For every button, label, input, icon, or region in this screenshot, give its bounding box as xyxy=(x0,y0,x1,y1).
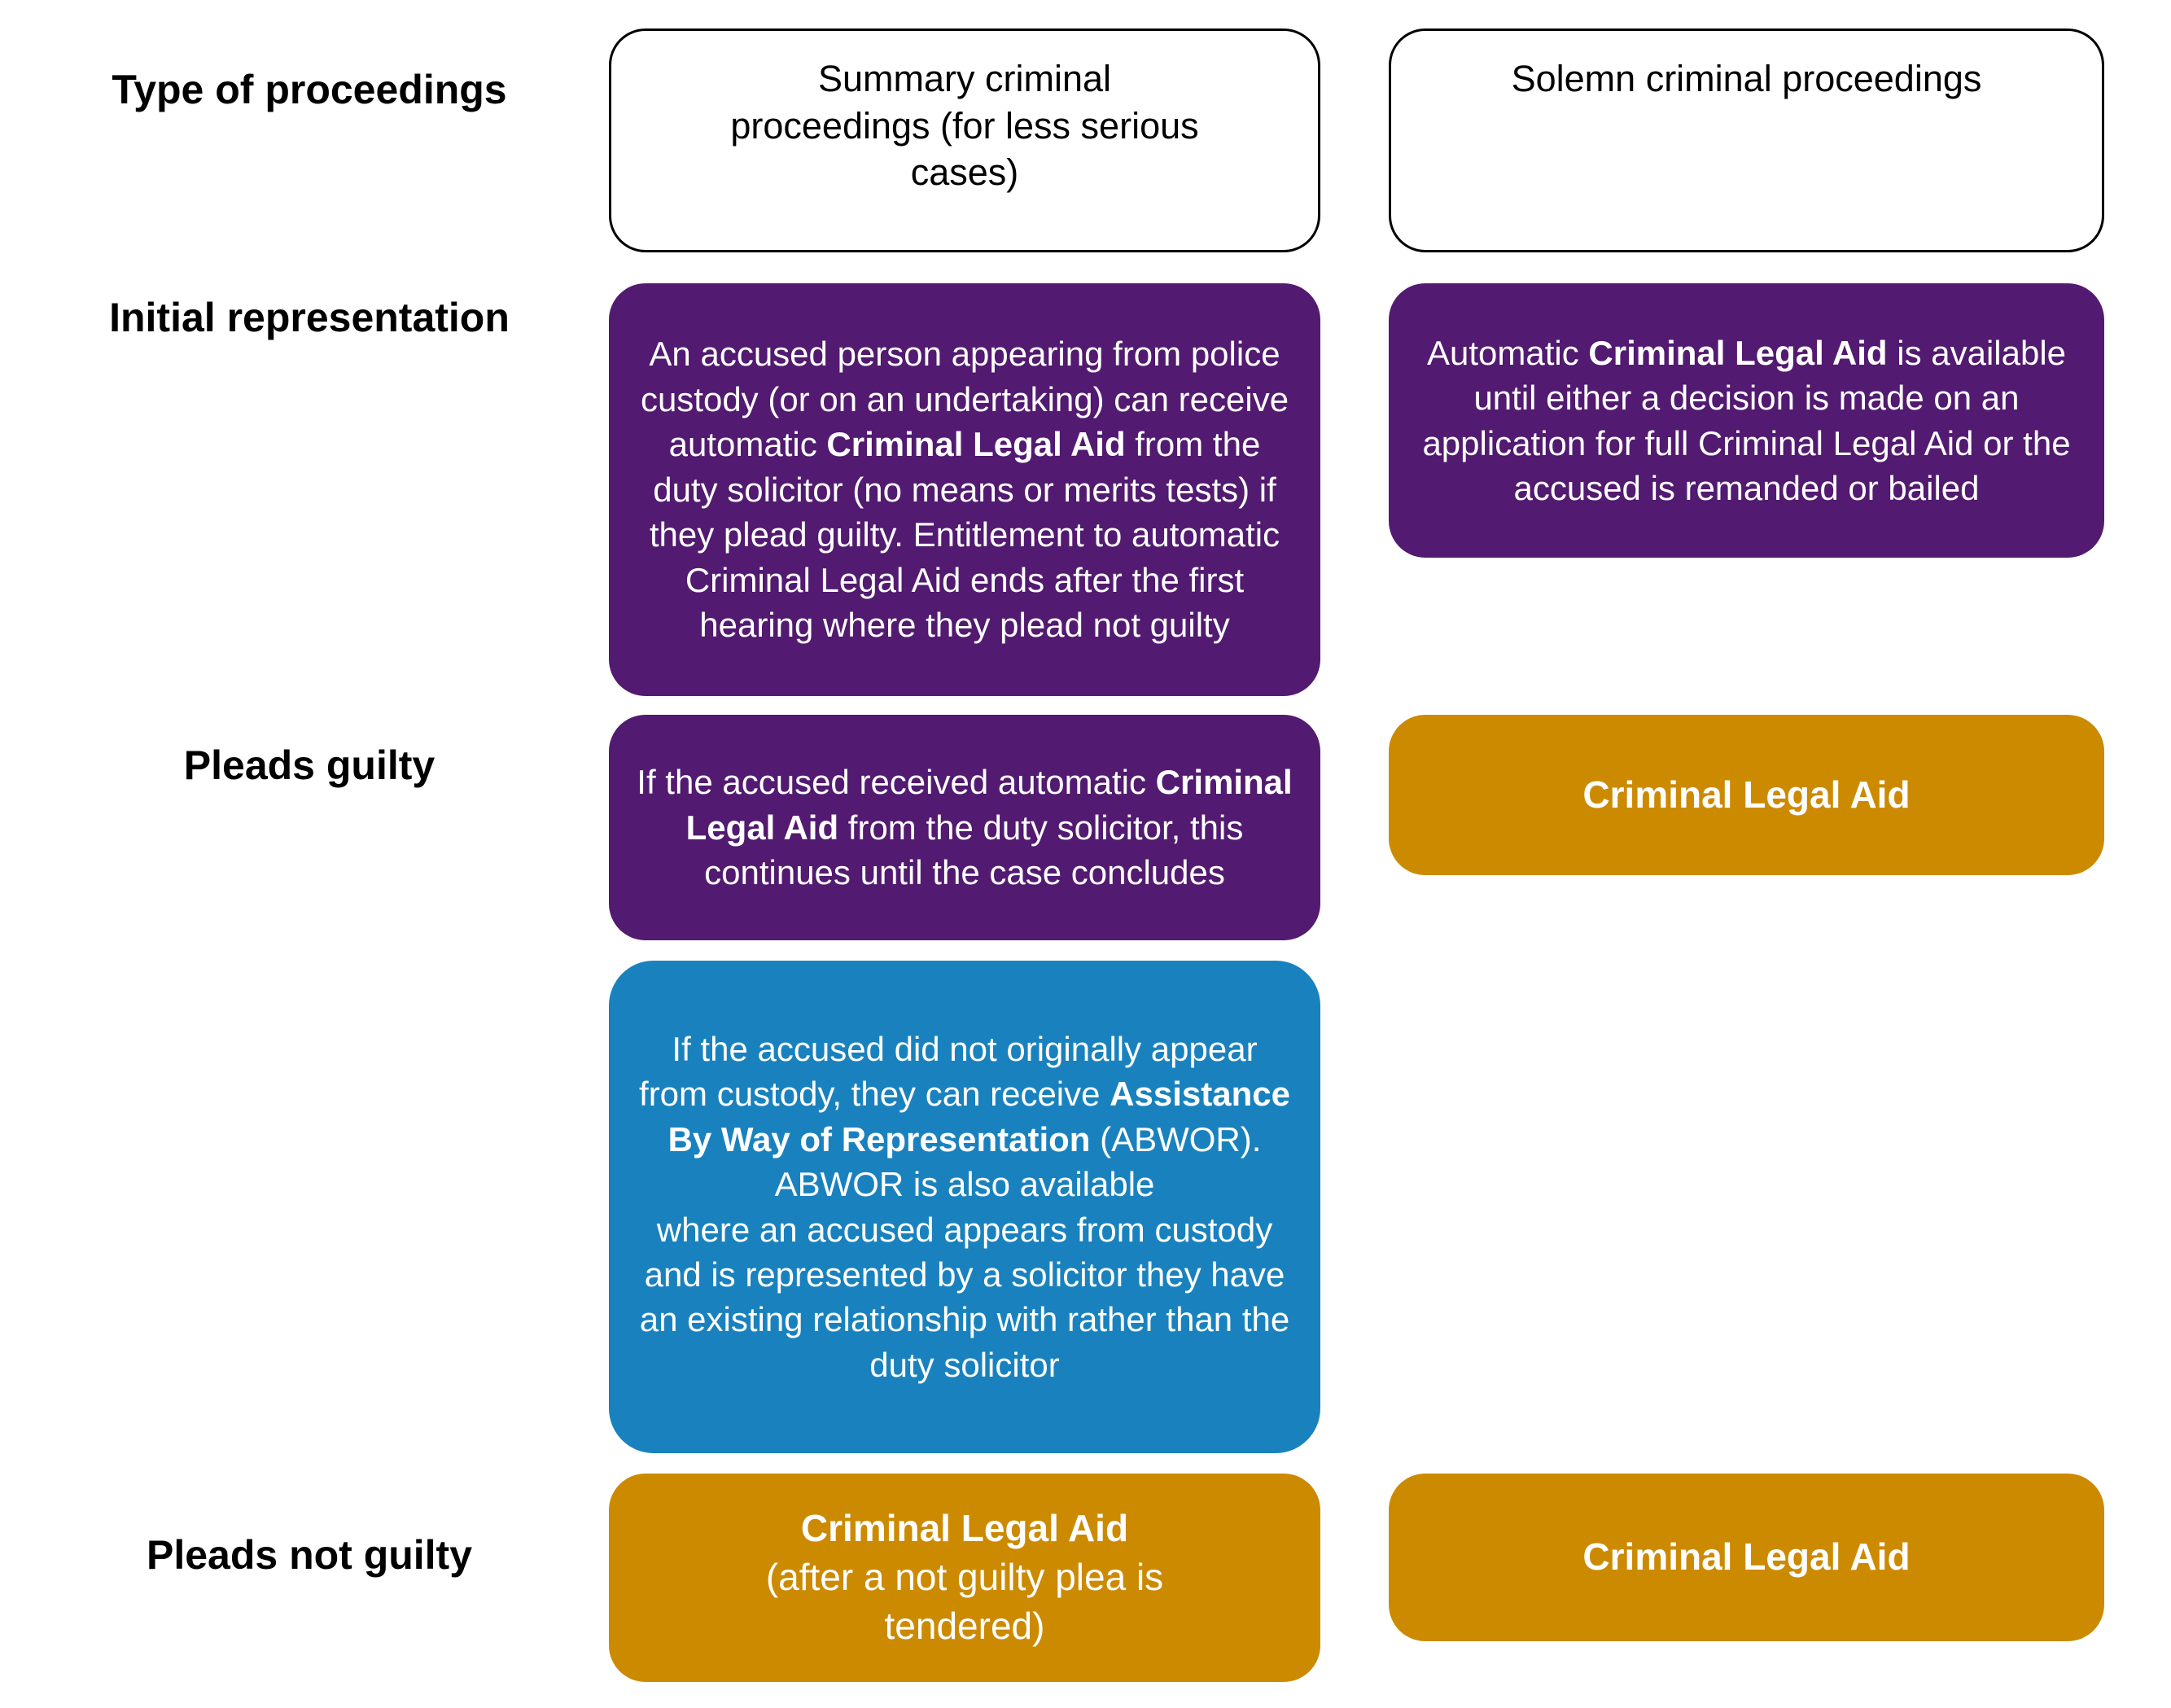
cell-solemn-initial-representation-text: Automatic Criminal Legal Aid is availabl… xyxy=(1422,333,2071,507)
cell-summary-pleads-not-guilty: Criminal Legal Aid (after a not guilty p… xyxy=(609,1474,1320,1682)
cell-solemn-pleads-guilty: Criminal Legal Aid xyxy=(1389,715,2104,875)
cell-summary-pleads-guilty-text: If the accused received automatic Crimin… xyxy=(637,763,1293,892)
row-label-initial-representation: Initial representation xyxy=(109,295,510,340)
column-header-summary-text: Summary criminal proceedings (for less s… xyxy=(730,58,1199,194)
row-label-type-of-proceedings: Type of proceedings xyxy=(112,67,507,112)
cell-solemn-pleads-not-guilty-text: Criminal Legal Aid xyxy=(1582,1535,1911,1579)
cell-summary-abwor-text: If the accused did not originally appear… xyxy=(639,1029,1290,1384)
cell-solemn-initial-representation: Automatic Criminal Legal Aid is availabl… xyxy=(1389,283,2104,558)
row-label-pleads-guilty: Pleads guilty xyxy=(183,742,436,788)
row-label-pleads-not-guilty: Pleads not guilty xyxy=(146,1532,473,1578)
column-header-solemn: Solemn criminal proceedings xyxy=(1389,28,2104,252)
cell-summary-pleads-not-guilty-text: Criminal Legal Aid (after a not guilty p… xyxy=(765,1507,1164,1647)
cell-summary-abwor: If the accused did not originally appear… xyxy=(609,961,1320,1453)
cell-summary-initial-representation-text: An accused person appearing from police … xyxy=(640,335,1289,645)
column-header-solemn-text: Solemn criminal proceedings xyxy=(1511,58,1982,99)
cell-solemn-pleads-not-guilty: Criminal Legal Aid xyxy=(1389,1474,2104,1641)
column-header-summary: Summary criminal proceedings (for less s… xyxy=(609,28,1320,252)
cell-summary-initial-representation: An accused person appearing from police … xyxy=(609,283,1320,696)
cell-solemn-pleads-guilty-text: Criminal Legal Aid xyxy=(1582,773,1911,816)
cell-summary-pleads-guilty: If the accused received automatic Crimin… xyxy=(609,715,1320,940)
